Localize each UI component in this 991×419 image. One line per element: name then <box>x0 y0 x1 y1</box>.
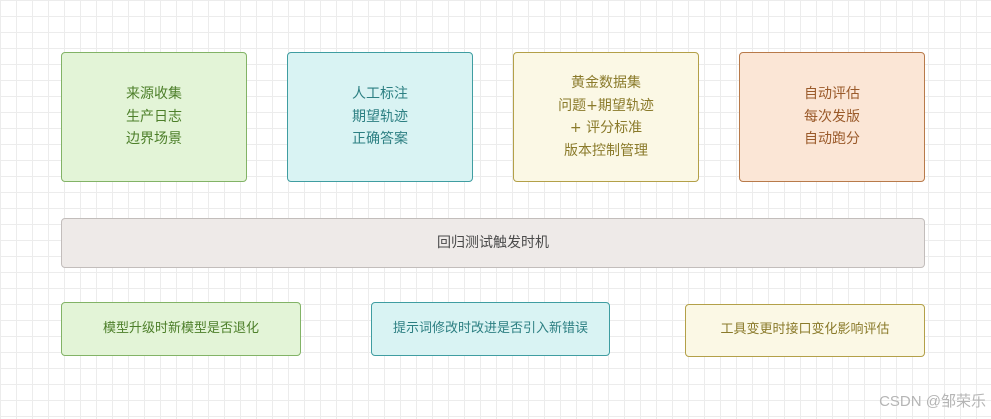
box-line: 边界场景 <box>126 131 182 148</box>
box-line: 期望轨迹 <box>352 108 408 125</box>
manual-annotation-box: 人工标注 期望轨迹 正确答案 <box>287 52 473 182</box>
auto-evaluation-box: 自动评估 每次发版 自动跑分 <box>739 52 925 182</box>
box-line: 问题+期望轨迹 <box>558 97 654 114</box>
trigger-label: 提示词修改时改进是否引入新错误 <box>392 320 588 336</box>
golden-dataset-box: 黄金数据集 问题+期望轨迹 + 评分标准 版本控制管理 <box>513 52 699 182</box>
box-line: 生产日志 <box>126 108 182 125</box>
box-line: 来源收集 <box>126 86 182 103</box>
box-line: 人工标注 <box>352 86 408 103</box>
trigger-label: 工具变更时接口变化影响评估 <box>720 322 890 338</box>
box-line: 版本控制管理 <box>564 142 648 159</box>
source-collection-box: 来源收集 生产日志 边界场景 <box>61 52 247 182</box>
watermark: CSDN @邹荣乐 <box>879 393 986 410</box>
box-line: 每次发版 <box>804 108 860 125</box>
box-line: 黄金数据集 <box>571 75 641 91</box>
trigger-prompt-change: 提示词修改时改进是否引入新错误 <box>371 302 610 356</box>
regression-trigger-bar: 回归测试触发时机 <box>61 218 925 268</box>
trigger-bar-label: 回归测试触发时机 <box>437 234 549 251</box>
box-line: + 评分标准 <box>569 120 643 136</box>
box-line: 自动评估 <box>804 86 860 103</box>
box-line: 自动跑分 <box>804 131 860 148</box>
trigger-label: 模型升级时新模型是否退化 <box>102 320 259 336</box>
trigger-model-upgrade: 模型升级时新模型是否退化 <box>61 302 301 356</box>
trigger-tool-change: 工具变更时接口变化影响评估 <box>685 304 925 357</box>
box-line: 正确答案 <box>352 131 408 148</box>
